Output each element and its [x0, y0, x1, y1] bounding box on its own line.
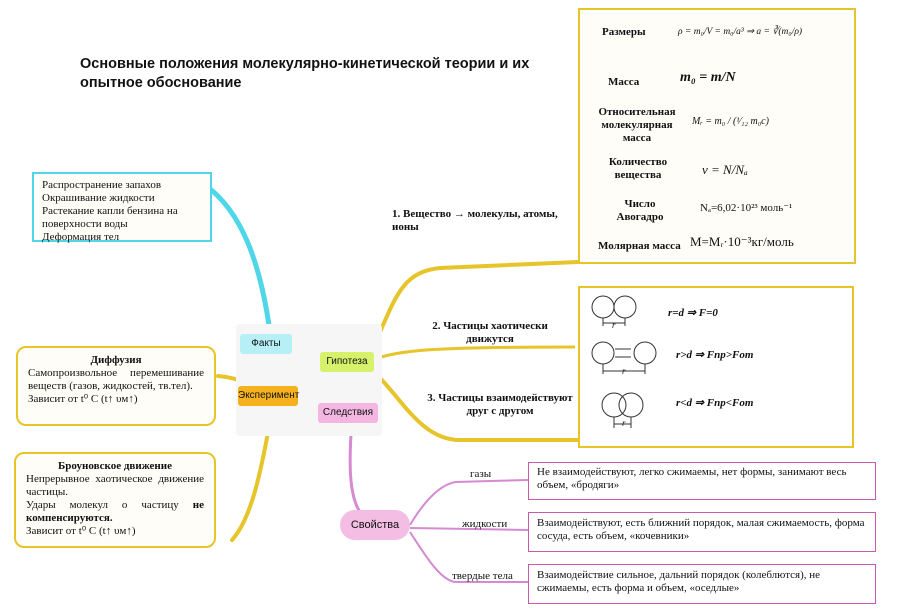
liquid-connector	[409, 527, 529, 531]
solid-text: Взаимодействие сильное, дальний порядок …	[537, 569, 821, 594]
amount-formula: ν = N/Nₐ	[702, 162, 748, 177]
interaction-r2: r>d ⇒ Fпр>Fот	[676, 349, 754, 361]
liquid-text: Взаимодействуют, есть ближний порядок, м…	[537, 517, 865, 542]
brownian-depends: Зависит от t⁰ С (t↑ υм↑)	[26, 525, 136, 537]
properties-node: Свойства	[340, 510, 410, 540]
branch2-label: 2. Частицы хаотически движутся	[432, 320, 548, 345]
consequences-node: Следствия	[318, 403, 378, 423]
molar-label: Молярная масса	[598, 240, 681, 252]
sizes-label: Размеры	[602, 26, 646, 38]
diffusion-title: Диффузия	[90, 354, 142, 366]
r-label-1: r	[612, 320, 616, 330]
gas-label: газы	[470, 468, 492, 480]
brownian-text2b: не компенсируются.	[26, 499, 204, 524]
r-label-2: r	[622, 366, 626, 376]
brownian-text2a: Удары молекул о частицу	[26, 499, 179, 511]
particles-apart	[591, 341, 657, 374]
page-title: Основные положения молекулярно-кинетичес…	[80, 56, 530, 91]
branch3-connector	[370, 368, 580, 442]
sizes-formula: ρ = m₀/V = m₀/a³ ⇒ a = ∛(m₀/ρ)	[678, 27, 803, 37]
branch3-label: 3. Частицы взаимодействуют друг с другом	[427, 392, 573, 417]
avogadro-label: Число Авогадро	[616, 198, 664, 223]
solid-box: Взаимодействие сильное, дальний порядок …	[528, 564, 876, 604]
interaction-note: r=d ⇒ F=0 r>d ⇒ Fпр>Fот r<d ⇒ Fпр<Fот r …	[578, 286, 854, 448]
branch2-connector	[371, 345, 576, 362]
liquid-box: Взаимодействуют, есть ближний порядок, м…	[528, 512, 876, 552]
interaction-r3: r<d ⇒ Fпр<Fот	[676, 397, 754, 409]
facts-connector	[202, 182, 275, 351]
particles-touching	[591, 295, 637, 326]
branch1-label: 1. Вещество → молекулы, атомы, ионы	[392, 208, 558, 233]
solid-connector	[409, 531, 528, 583]
experiment-node: Эксперимент	[238, 386, 299, 406]
mass-formula: m₀ = m/N	[680, 70, 736, 85]
facts-line-3: Растекание капли бензина на поверхности …	[42, 205, 178, 230]
quantities-note: Размеры ρ = m₀/V = m₀/a³ ⇒ a = ∛(m₀/ρ) М…	[578, 8, 856, 264]
diffusion-depends: Зависит от t⁰ С (t↑ υм↑)	[28, 393, 138, 405]
avogadro-value: Nₐ=6,02·10²³ моль⁻¹	[700, 202, 793, 214]
facts-line-1: Распространение запахов	[42, 179, 162, 191]
facts-line-4: Деформация тел	[42, 231, 120, 243]
gas-text: Не взаимодействуют, легко сжимаемы, нет …	[537, 466, 847, 491]
relmass-label: Относительная молекулярная масса	[598, 106, 676, 144]
brownian-text1: Непрерывное хаотическое движение частицы…	[26, 473, 204, 498]
liquid-label: жидкости	[462, 518, 508, 530]
molar-value: M=Mᵣ·10⁻³кг/моль	[690, 234, 794, 249]
particles-overlap	[601, 392, 644, 428]
gas-connector	[409, 479, 529, 526]
r-label-3: r	[622, 418, 626, 428]
diffusion-note: Диффузия Самопроизвольное перемешивание …	[16, 346, 216, 426]
gas-box: Не взаимодействуют, легко сжимаемы, нет …	[528, 462, 876, 500]
solid-label: твердые тела	[452, 570, 513, 582]
amount-label: Количество вещества	[608, 156, 668, 181]
brownian-note: Броуновское движение Непрерывное хаотиче…	[14, 452, 216, 548]
facts-node: Факты	[240, 334, 292, 354]
diffusion-text: Самопроизвольное перемешивание веществ (…	[28, 367, 204, 392]
relmass-formula: Mᵣ = m₀ / (¹⁄₁₂ m₀c)	[692, 116, 769, 127]
facts-line-2: Окрашивание жидкости	[42, 192, 155, 204]
hypothesis-node: Гипотеза	[320, 352, 374, 372]
mass-label: Масса	[608, 76, 640, 88]
interaction-r1: r=d ⇒ F=0	[668, 307, 718, 319]
brownian-title: Броуновское движение	[58, 460, 172, 472]
facts-note: Распространение запахов Окрашивание жидк…	[32, 172, 212, 243]
